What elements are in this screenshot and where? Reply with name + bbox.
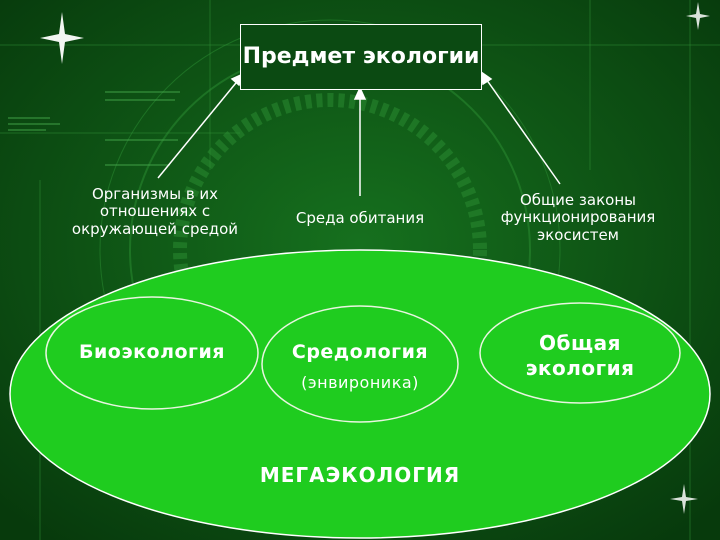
decorative-lines <box>8 91 180 166</box>
arrow-right <box>483 75 561 185</box>
branch-right-label: Общие законы функционирования экосистем <box>500 191 656 244</box>
sparkle-star-icon <box>40 2 710 514</box>
bioecology-label: Биоэкология <box>79 341 225 363</box>
sredologia-sub-label: (энвироника) <box>301 373 419 392</box>
megaecology-label: МЕГАЭКОЛОГИЯ <box>259 463 461 487</box>
sredologia-label: Средология <box>291 341 429 363</box>
diagram-title: Предмет экологии <box>242 43 480 69</box>
bioecology-ellipse <box>45 296 259 410</box>
arrow-left <box>157 77 241 179</box>
megaecology-ellipse <box>9 249 711 539</box>
branch-left-label: Организмы в их отношениях с окружающей с… <box>71 185 239 238</box>
general-ecology-label: Общая экология <box>525 331 635 380</box>
sredologia-ellipse <box>261 305 459 423</box>
title-box: Предмет экологии <box>240 24 482 90</box>
general-ecology-ellipse <box>479 302 681 404</box>
branch-center-label: Среда обитания <box>295 209 425 227</box>
